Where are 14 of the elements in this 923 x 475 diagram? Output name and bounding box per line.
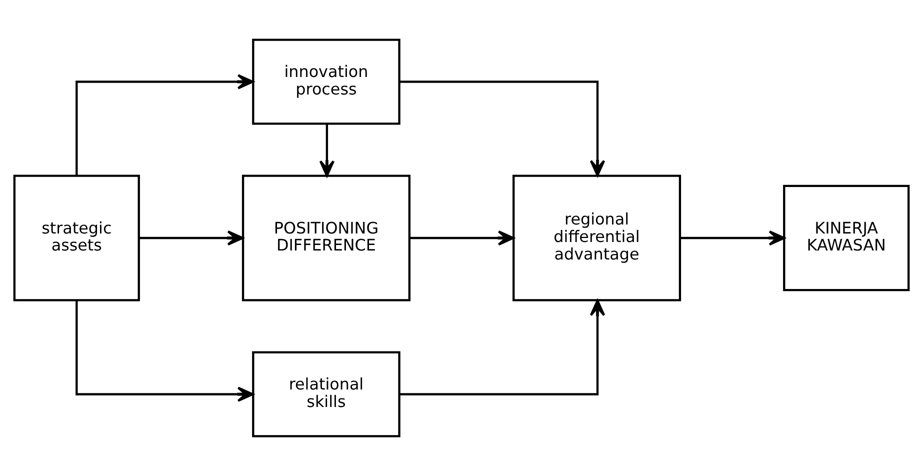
node-box: relational skills [252,350,400,437]
node-box: POSITIONING DIFFERENCE [242,174,410,301]
arrow [76,300,254,402]
arrow [410,230,514,246]
node-box: innovation process [252,38,400,124]
arrow [319,124,335,176]
arrow [138,230,244,246]
arrow [400,80,606,176]
arrow [400,299,606,395]
node-box: strategic assets [13,174,140,301]
arrow [680,230,786,246]
node-box: KINERJA KAWASAN [783,184,910,291]
arrow [76,74,254,175]
node-box: regional differential advantage [512,174,682,301]
